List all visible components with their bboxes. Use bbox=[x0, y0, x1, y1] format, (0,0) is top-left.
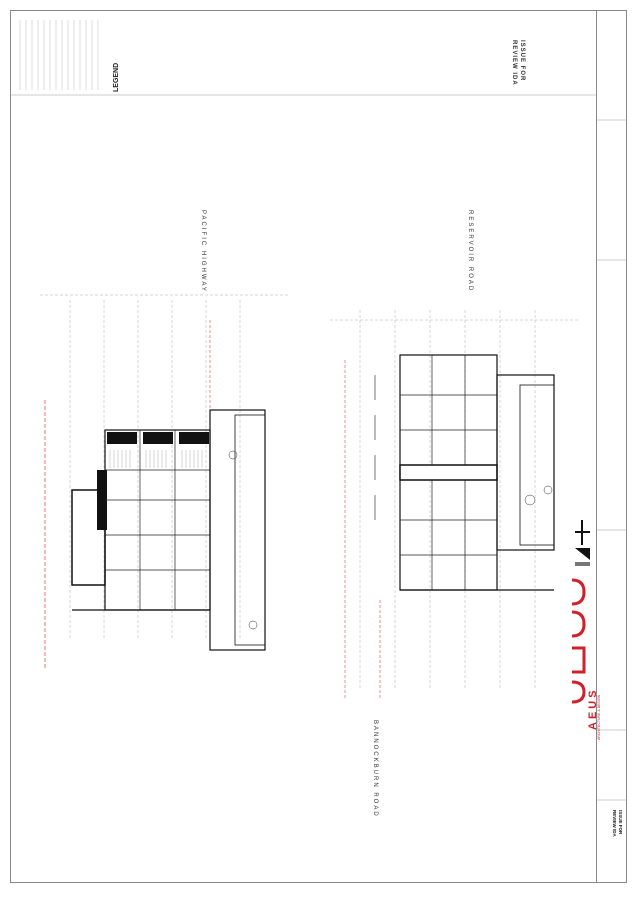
titleblock-stamp-line2: REVIEW IDA bbox=[612, 810, 617, 837]
title-block-lines bbox=[597, 119, 627, 801]
titleblock-stamp-line1: ISSUE FOR bbox=[618, 810, 623, 835]
road-label-bannockburn-road: BANNOCKBURN ROAD bbox=[372, 720, 378, 818]
title-block bbox=[597, 10, 627, 883]
general-notes bbox=[19, 20, 99, 90]
road-label-reservoir-road: RESERVOIR ROAD bbox=[467, 210, 473, 293]
legend-title: LEGEND bbox=[113, 62, 120, 92]
drawing-sheet-border bbox=[10, 10, 597, 883]
lower-elevation bbox=[330, 310, 580, 700]
company-tagline: ARCHITECTURE & DESIGN bbox=[597, 694, 601, 740]
company-logo-mark bbox=[571, 578, 586, 704]
road-label-pacific-highway: PACIFIC HIGHWAY bbox=[200, 210, 206, 293]
issue-stamp-line1: ISSUE FOR bbox=[519, 40, 525, 82]
north-arrow-scale bbox=[575, 520, 590, 566]
issue-stamp-line2: REVIEW IDA bbox=[511, 40, 517, 86]
upper-elevation bbox=[40, 294, 290, 670]
building-outline bbox=[104, 429, 211, 611]
